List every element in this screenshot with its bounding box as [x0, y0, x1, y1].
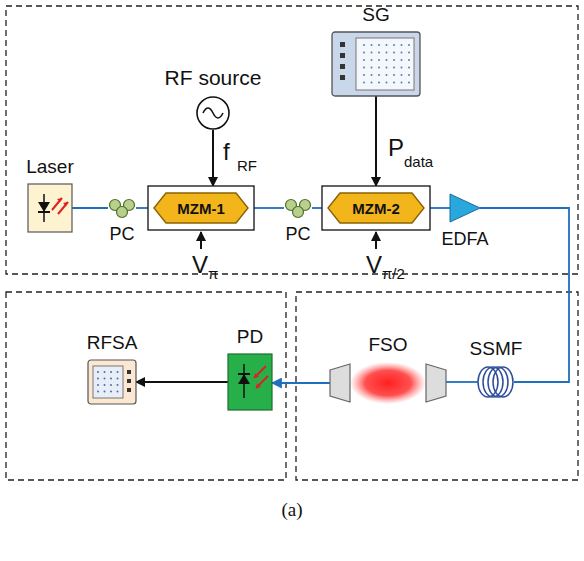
- bias-arrow: [200, 232, 202, 249]
- modulator-box: MZM-1: [148, 186, 254, 230]
- signal-arrow: [136, 381, 228, 383]
- polarization-controller-outline: [284, 199, 312, 217]
- laser-source-outline: [28, 184, 72, 232]
- component-label: MZM-1: [177, 201, 225, 216]
- optical-fiber: [72, 207, 108, 209]
- transmitter-frame: [6, 6, 578, 274]
- bias-symbol: V: [192, 253, 208, 277]
- signal-arrow: [375, 96, 377, 186]
- channel-frame: [296, 292, 578, 480]
- fiber-spool: SSMF: [478, 366, 514, 398]
- signal-symbol: f: [223, 140, 230, 164]
- component-label: EDFA: [442, 230, 489, 248]
- component-label: SG: [362, 5, 389, 24]
- modulator-box: MZM-2: [322, 186, 430, 230]
- figure-caption: (a): [281, 500, 302, 519]
- receiver-frame: [6, 292, 286, 480]
- component-label: RFSA: [87, 333, 138, 352]
- signal-generator-outline: [332, 32, 420, 96]
- optical-fiber: [430, 207, 450, 209]
- bias-symbol: V: [366, 253, 382, 277]
- component-label: MZM-2: [352, 201, 400, 216]
- polarization-controller-outline: [108, 199, 136, 217]
- component-label: PD: [237, 327, 263, 346]
- component-label: FSO: [368, 335, 407, 354]
- polarization-controller: PC: [108, 199, 136, 217]
- amplifier-triangle-outline: [450, 194, 480, 222]
- optical-fiber: [312, 207, 322, 209]
- optical-fiber: [446, 381, 478, 383]
- component-label: Laser: [26, 157, 74, 176]
- component-label: RF source: [165, 67, 262, 88]
- optical-fiber: [254, 207, 284, 209]
- photodetector: PD: [228, 354, 272, 410]
- spectrum-analyzer: RFSA: [88, 360, 136, 404]
- amplifier-triangle: EDFA: [450, 194, 480, 222]
- component-label: PC: [285, 225, 310, 243]
- optical-fiber: [136, 207, 148, 209]
- optical-fiber: [272, 382, 330, 384]
- fso-link-outline: [330, 362, 446, 404]
- component-label: PC: [109, 225, 134, 243]
- photodetector-outline: [228, 354, 272, 410]
- spectrum-analyzer-outline: [88, 360, 136, 404]
- signal-subscript: data: [404, 154, 433, 169]
- bias-subscript: π: [208, 266, 218, 281]
- component-label: SSMF: [470, 339, 523, 358]
- laser-source: Laser: [28, 184, 72, 232]
- fso-link: FSO: [330, 362, 446, 404]
- rf-source: RF source: [196, 96, 230, 130]
- signal-generator: SG: [332, 32, 420, 96]
- signal-arrow: [212, 130, 214, 186]
- rf-source-outline: [196, 96, 230, 130]
- bias-subscript: π/2: [382, 266, 405, 281]
- polarization-controller: PC: [284, 199, 312, 217]
- signal-subscript: RF: [237, 158, 257, 173]
- signal-symbol: P: [388, 136, 404, 160]
- bias-arrow: [375, 232, 377, 249]
- fiber-spool-outline: [478, 366, 514, 398]
